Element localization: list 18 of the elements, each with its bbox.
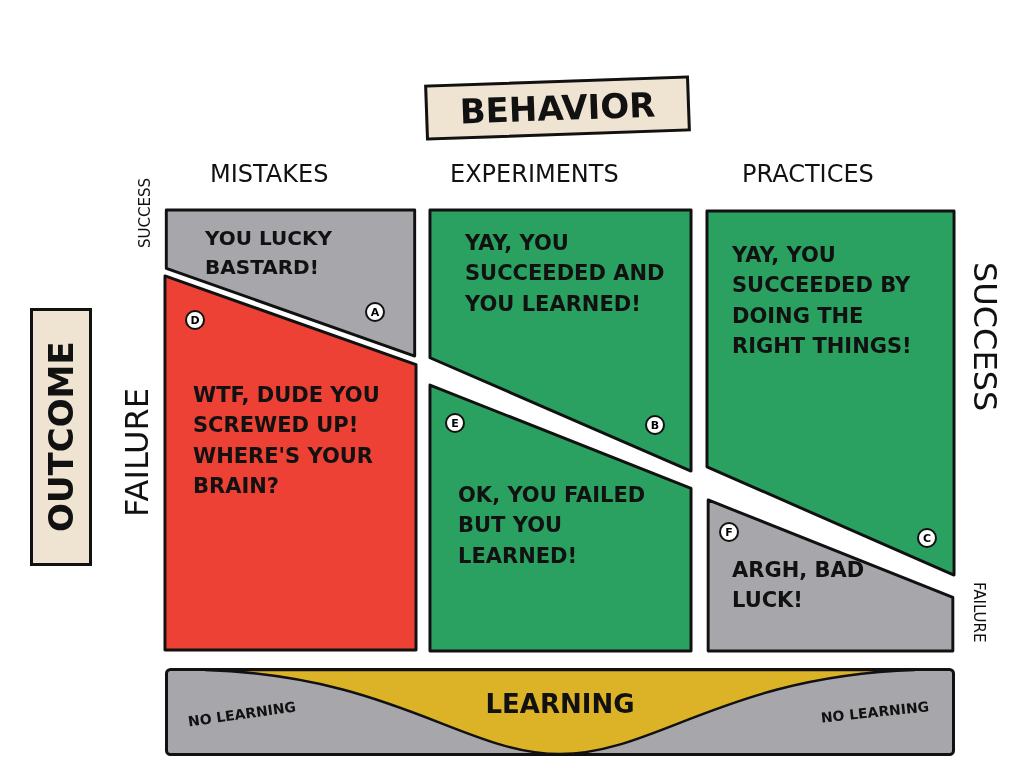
panel-text: YAY, YOU SUCCEEDED BY DOING THE RIGHT THINGS! [732,242,913,361]
panel-text: ARGH, BAD LUCK! [732,557,866,615]
column-header: EXPERIMENTS [450,160,619,188]
bar-text: NO LEARNING [819,698,931,727]
axis-label: FAILURE [970,582,988,643]
axis-label: SUCCESS [966,262,1004,412]
column-header: PRACTICES [742,160,874,188]
panel-text: WTF, DUDE YOU SCREWED UP! WHERE'S YOUR BRAIN? [193,382,381,501]
axis-tag: OUTCOME [30,308,92,566]
panel-text: OK, YOU FAILED BUT YOU LEARNED! [458,482,647,570]
axis-label: FAILURE [118,388,156,517]
column-header: MISTAKES [210,160,329,188]
panel-text: YAY, YOU SUCCEEDED AND YOU LEARNED! [465,230,666,318]
bar-text: NO LEARNING [186,698,298,731]
panel-text: YOU LUCKY BASTARD! [205,225,333,281]
title-tag: BEHAVIOR [424,75,691,141]
bar-title: LEARNING [484,688,636,721]
axis-label: SUCCESS [136,178,154,248]
